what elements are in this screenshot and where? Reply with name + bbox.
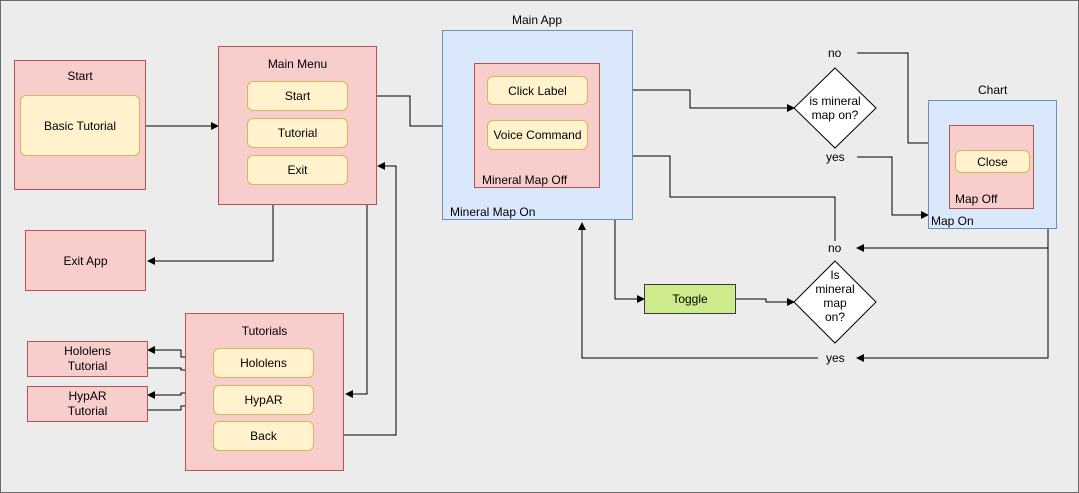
map-off-label: Map Off — [955, 192, 998, 206]
decision-top-text: is mineral map on? — [809, 94, 861, 122]
main-app-title: Main App — [512, 13, 563, 27]
voice-command-button[interactable]: Voice Command — [487, 120, 588, 150]
basic-tutorial-button[interactable]: Basic Tutorial — [20, 95, 140, 156]
chart-title: Chart — [978, 83, 1008, 97]
edge-yes-bottom-to-main-app — [578, 222, 818, 359]
decision-bottom-yes-label: yes — [826, 351, 845, 365]
mineral-map-off-label: Mineral Map Off — [482, 173, 568, 187]
tutorial-button[interactable]: Tutorial — [247, 118, 348, 148]
tutorials-title: Tutorials — [241, 324, 288, 338]
decision-bottom-no-label: no — [828, 241, 842, 255]
map-on-label: Map On — [931, 214, 974, 228]
decision-top-yes-label: yes — [826, 150, 845, 164]
close-button[interactable]: Close — [955, 150, 1030, 173]
exit-button[interactable]: Exit — [247, 155, 348, 185]
click-label-button[interactable]: Click Label — [487, 76, 588, 105]
start-title: Start — [67, 69, 93, 83]
decision-top-no-label: no — [828, 46, 842, 60]
main-menu-title: Main Menu — [267, 57, 328, 71]
edge-no-bottom-to-mineral-map-off — [599, 152, 836, 241]
edge-exit-to-exit-app — [147, 184, 274, 265]
back-button[interactable]: Back — [213, 421, 314, 451]
decision-bottom-diamond — [793, 260, 877, 344]
decision-bottom-text: Is mineral map on? — [815, 268, 855, 324]
hypar-button[interactable]: HypAR — [213, 385, 314, 415]
mineral-map-on-label: Mineral Map On — [450, 205, 536, 219]
hololens-tutorial-node: Hololens Tutorial — [27, 341, 148, 377]
exit-app-node: Exit App — [25, 230, 146, 291]
toggle-node: Toggle — [644, 284, 736, 314]
edge-toggle-to-decision — [736, 298, 795, 306]
start-button[interactable]: Start — [247, 81, 348, 111]
hololens-button[interactable]: Hololens — [213, 348, 314, 378]
edge-click-label-to-decision — [588, 89, 795, 112]
edge-back-to-main-menu — [314, 162, 397, 436]
main-app-container: Mineral Map On — [442, 30, 633, 220]
decision-top-diamond — [793, 67, 877, 149]
edge-yes-top-to-map-on — [857, 156, 929, 219]
hypar-tutorial-node: HypAR Tutorial — [27, 386, 148, 422]
